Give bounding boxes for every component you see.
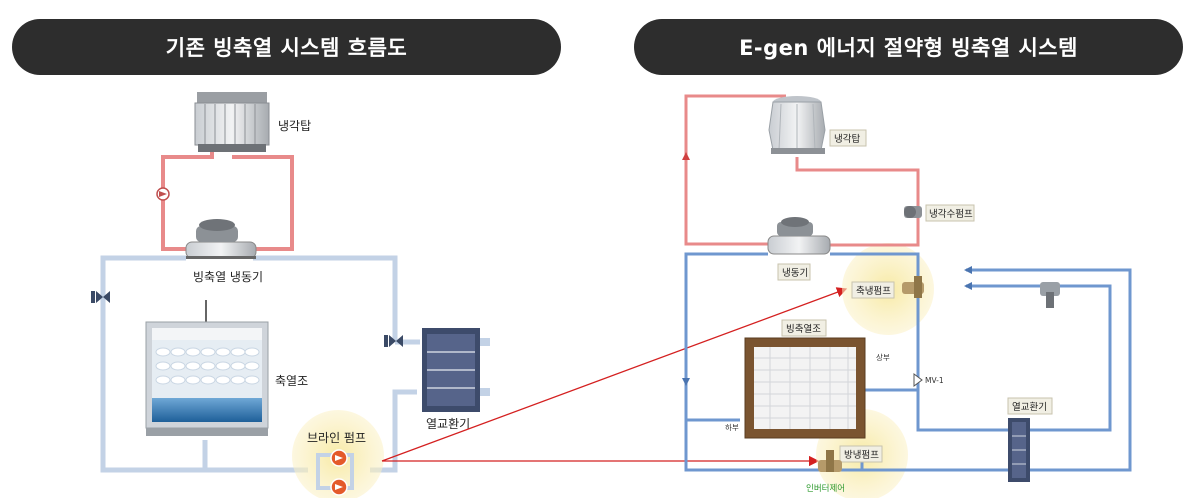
condenser-pipe-left	[161, 152, 294, 251]
pump-icon	[1040, 282, 1060, 308]
label-storage-pump: 축냉펌프	[856, 285, 891, 297]
pump-icon	[904, 206, 922, 218]
pump-icon	[316, 449, 354, 496]
pump-icon	[902, 276, 924, 298]
label-chiller-left: 빙축열 냉동기	[193, 270, 263, 284]
chiller-icon	[767, 217, 831, 255]
tag-storage-pump	[851, 281, 895, 299]
chiller-icon	[185, 219, 257, 259]
title-existing-text: 기존 빙축열 시스템 흐름도	[165, 36, 408, 60]
label-cooling-water-pump: 냉각수펌프	[929, 208, 973, 220]
left-diagram: 냉각탑 빙축열 냉동기	[91, 92, 490, 498]
label-lower: 하부	[725, 422, 739, 432]
storage-tank-icon	[744, 337, 866, 439]
label-storage-tank-left: 축열조	[275, 374, 308, 388]
valve-icon	[913, 373, 923, 387]
tag-ice-cooling-pump	[839, 445, 883, 463]
storage-tank-icon	[145, 300, 269, 436]
tag-cooling-tower	[829, 129, 867, 147]
label-cooling-tower-right: 냉각탑	[834, 133, 860, 145]
label-inverter: 인버터제어	[806, 483, 845, 494]
cooling-tower-icon	[194, 92, 270, 152]
label-ice-storage-tank: 빙축열조	[786, 324, 821, 335]
tag-chiller	[777, 263, 811, 281]
tag-ice-storage-tank	[781, 319, 827, 337]
arrow-to-storage-pump	[381, 287, 848, 462]
heat-exchanger-icon	[422, 328, 490, 412]
label-heat-exchanger-right: 열교환기	[1012, 401, 1047, 413]
title-existing-system: 기존 빙축열 시스템 흐름도	[12, 19, 561, 75]
condenser-pipe-right	[684, 94, 920, 247]
cooling-tower-icon	[768, 96, 826, 154]
valve-icon	[384, 335, 403, 347]
label-chiller-right: 냉동기	[782, 268, 808, 279]
label-cooling-tower-left: 냉각탑	[278, 119, 311, 133]
chilled-pipe-right	[684, 252, 1132, 472]
label-valve: MV-1	[925, 376, 944, 385]
right-diagram: 냉각탑 냉각수펌프 냉동기 축냉펌프 빙축열조	[682, 94, 1132, 498]
label-upper: 상부	[876, 352, 890, 362]
tag-cooling-water-pump	[925, 204, 975, 222]
valve-icon	[91, 291, 110, 303]
label-ice-cooling-pump: 방냉펌프	[844, 449, 879, 461]
brine-pipe-left	[100, 255, 420, 473]
heat-exchanger-icon	[1008, 418, 1030, 482]
pump-icon	[156, 187, 170, 201]
title-egen-system: E-gen 에너지 절약형 빙축열 시스템	[634, 19, 1183, 75]
label-brine-pump: 브라인 펌프	[307, 431, 366, 445]
label-heat-exchanger-left: 열교환기	[426, 417, 470, 431]
pump-icon	[818, 450, 842, 472]
title-egen-text: E-gen 에너지 절약형 빙축열 시스템	[739, 36, 1078, 60]
tag-heat-exchanger	[1007, 397, 1053, 415]
